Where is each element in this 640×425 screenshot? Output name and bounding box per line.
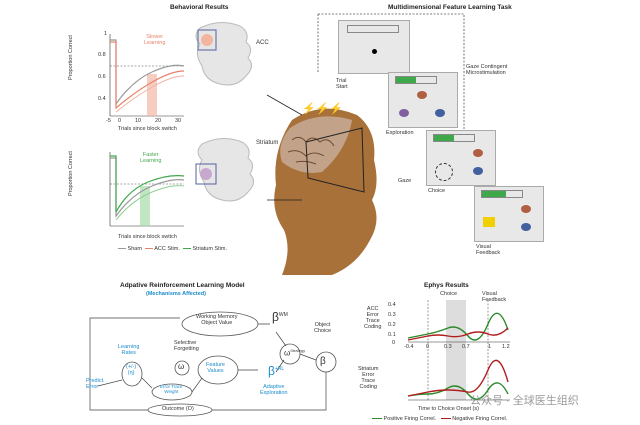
task-title: Multidimensional Feature Learning Task: [388, 4, 512, 11]
striatum-brain-slice: [195, 138, 254, 202]
ephys-xtick-1: -0.4: [404, 344, 414, 350]
task-dotted-frame: [317, 13, 465, 130]
xtick-0: 0: [118, 118, 122, 124]
ytick-08: 0.8: [98, 52, 106, 58]
predict-error-label: Predict. Error: [86, 378, 105, 390]
lightning-icon: ⚡⚡⚡: [302, 103, 344, 115]
object-choice-label: Object Choice: [314, 322, 332, 334]
adaptive-exploration-label: Adaptive Exploration: [260, 384, 288, 396]
feature-values-node: Feature Values: [206, 362, 225, 374]
model-diagram: [89, 311, 337, 417]
head-arrows: [266, 94, 303, 201]
error-trace-node: Error Trace Weight: [160, 384, 183, 394]
beta-wm-node: βWM: [272, 310, 288, 324]
striatum-label: Striatum: [256, 140, 279, 146]
ytick-06: 0.6: [98, 74, 106, 80]
working-memory-node: Working Memory Object Value: [196, 314, 238, 326]
behavioral-results-title: Behavioral Results: [170, 4, 229, 11]
xtick-10: 10: [135, 118, 142, 124]
behavior-legend: Sham ACC Stim. Striatum Stim.: [118, 246, 227, 252]
screen-exploration: [388, 72, 458, 128]
ephys-xlabel: Time to Choice Onset (s): [418, 406, 479, 412]
ephys-plots: [407, 300, 510, 401]
screen-visual-feedback: [474, 186, 544, 242]
acc-behavior-plot: [109, 34, 185, 117]
slower-learning-label: Slower Learning: [144, 34, 166, 46]
behavior-xlabel-top: Trials since block switch: [118, 126, 177, 132]
striatum-behavior-plot: [109, 152, 185, 227]
omega-node: ω: [178, 362, 185, 371]
ephys-ytick-4: 0.1: [388, 332, 396, 338]
ytick-04: 0.4: [98, 96, 106, 102]
ephys-feedback-label: Visual Feedback: [482, 291, 507, 303]
exploration-label: Exploration: [386, 130, 414, 136]
xtick-30: 30: [175, 118, 182, 124]
ephys-ytick-3: 0.2: [388, 322, 396, 328]
ephys-choice-label: Choice: [440, 291, 458, 297]
watermark: 公众号 · 全球医生组织: [470, 395, 579, 407]
ephys-ytick-1: 0.4: [388, 302, 396, 308]
omega-strategy-node: ωStrategy: [284, 348, 306, 358]
ephys-legend: Positive Firing Correl. Negative Firing …: [372, 416, 507, 422]
ephys-xtick-2: 0: [426, 344, 430, 350]
ephys-ytick-5: 0: [392, 340, 396, 346]
choice-label: Choice: [428, 188, 446, 194]
acc-error-trace-label: ACC Error Trace Coding: [364, 306, 382, 330]
ytick-1: 1: [104, 31, 108, 37]
beta-choice-node: β: [320, 356, 326, 367]
model-title: Adpative Reinforcement Learning Model: [120, 282, 245, 289]
faster-learning-label: Faster Learning: [140, 152, 162, 164]
learning-rates-label: Learning Rates: [118, 344, 140, 356]
selective-forgetting-label: Selective Forgetting: [174, 340, 199, 352]
model-subtitle: (Mechanisms Affected): [146, 291, 207, 297]
ephys-xtick-6: 1.2: [502, 344, 510, 350]
striatum-error-trace-label: Striatum Error Trace Coding: [358, 366, 379, 390]
visual-feedback-label: Visual Feedback: [476, 244, 501, 256]
behavior-ylabel-top: Proportion Correct: [68, 35, 74, 80]
ephys-xtick-5: 1: [488, 344, 492, 350]
gaze-label: Gaze: [398, 178, 412, 184]
monkey-head-illustration: [274, 108, 377, 275]
ephys-ytick-2: 0.3: [388, 312, 396, 318]
ephys-title: Ephys Results: [424, 282, 469, 289]
ephys-xtick-4: 0.7: [462, 344, 470, 350]
behavior-ylabel-bottom: Proportion Correct: [68, 151, 74, 196]
ephys-xtick-3: 0.3: [444, 344, 452, 350]
trial-start-label: Trial Start: [336, 78, 348, 90]
screen-trial-start: [338, 20, 410, 74]
xtick-m5: -5: [106, 118, 111, 124]
rates-formula-node: (+/-) (η): [126, 364, 137, 376]
acc-label: ACC: [256, 40, 269, 46]
behavior-xlabel-bottom: Trials since block switch: [118, 234, 177, 240]
microstim-label: Gaze Contingent Microstimulation: [466, 64, 508, 76]
screen-choice: [426, 130, 496, 186]
outcome-node: Outcome (O): [162, 406, 194, 412]
beta-rl-node: β+RL: [268, 364, 285, 378]
xtick-20: 20: [155, 118, 162, 124]
acc-brain-slice: [195, 22, 252, 86]
